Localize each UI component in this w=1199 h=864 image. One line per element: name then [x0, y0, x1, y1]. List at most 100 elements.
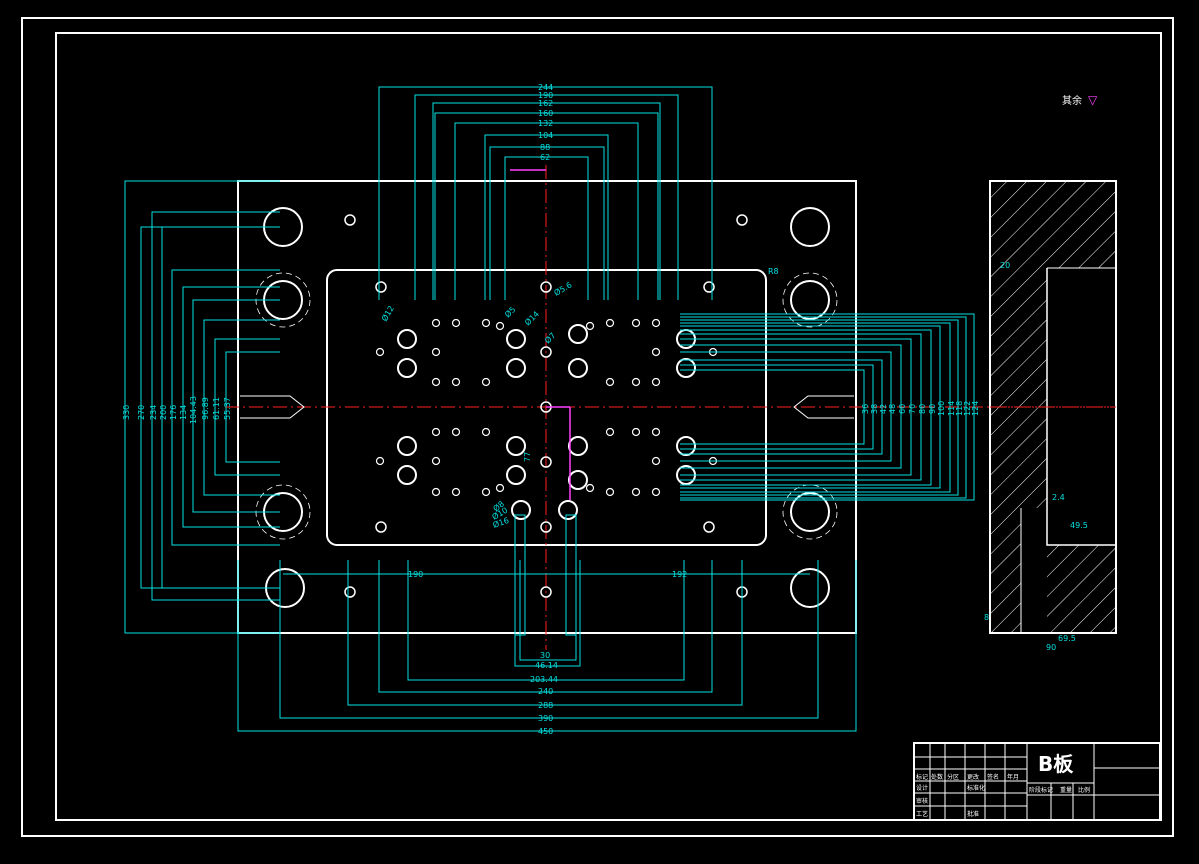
- side-dim-5: 90: [1046, 643, 1056, 652]
- dim-bottom-2: 203.44: [530, 675, 558, 684]
- runner-right: [565, 514, 577, 636]
- section-pocket-edge: [1046, 268, 1115, 546]
- ejector-pin-34: [585, 321, 595, 331]
- ejector-pin-12: [605, 318, 615, 328]
- dim-left-1: 270: [137, 405, 146, 420]
- small-hole-6: [375, 521, 387, 533]
- cavity-hole-17: [558, 500, 578, 520]
- guide-hole-3: [790, 280, 830, 320]
- dim-line-9: [514, 560, 581, 667]
- dim-line-26: [680, 364, 874, 450]
- ejector-pin-4: [451, 318, 461, 328]
- dim-line-21: [192, 299, 280, 513]
- section-hatch-mid: [991, 268, 1047, 358]
- ejector-pin-11: [481, 487, 491, 497]
- dim-right-11: 122: [963, 401, 972, 416]
- dim-line-27: [680, 359, 883, 455]
- dim-top-5: 104: [538, 131, 553, 140]
- callout-77: 77: [523, 452, 532, 462]
- side-dim-1: 2.4: [1052, 493, 1065, 502]
- cavity-hole-10: [506, 436, 526, 456]
- dim-left-2: 234: [149, 405, 158, 420]
- dim-line-33: [680, 325, 941, 489]
- ejector-pin-21: [651, 377, 661, 387]
- tb-cell-4: 签名: [987, 773, 999, 781]
- ejector-pin-18: [631, 427, 641, 437]
- dim-line-19: [171, 269, 280, 546]
- cavity-hole-14: [676, 436, 696, 456]
- section-hatch-top: [991, 182, 1115, 268]
- dim-bottom-5: 390: [538, 714, 553, 723]
- dimension-lines: [124, 86, 975, 732]
- dim-right-0: 36: [861, 404, 870, 414]
- tb-cell-9: 重量: [1060, 786, 1072, 794]
- ejector-pin-16: [631, 318, 641, 328]
- dim-line-37: [680, 313, 975, 501]
- top-dimensions: 244 190 162 160 132 104 88 62: [538, 83, 553, 162]
- inner-frame: [55, 32, 1162, 821]
- dim-line-8: [519, 560, 577, 661]
- dim-right-7: 90: [928, 404, 937, 414]
- section-hatch-bottom-left: [991, 508, 1021, 632]
- dim-top-2: 162: [538, 99, 553, 108]
- ejector-pin-5: [451, 377, 461, 387]
- cavity-hole-1: [397, 358, 417, 378]
- section-hatch-lower: [991, 358, 1047, 508]
- ejector-pin-1: [431, 377, 441, 387]
- dim-left-0: 330: [122, 405, 131, 420]
- cavity-hole-9: [397, 465, 417, 485]
- dim-line-0: [378, 86, 713, 300]
- right-dimensions: 36 38 42 48 60 70 80 90 100 114 118 122 …: [861, 401, 980, 416]
- callout-d5-6: Ø5.6: [552, 280, 573, 298]
- left-threaded-hole: [240, 395, 305, 419]
- ejector-pin-23: [651, 487, 661, 497]
- small-holes: [344, 214, 748, 598]
- cavity-hole-4: [568, 324, 588, 344]
- part-name: B板: [1038, 752, 1074, 776]
- dim-left-8: 61.11: [212, 397, 221, 420]
- dim-left-6: 104.43: [189, 396, 198, 424]
- cavity-hole-11: [506, 465, 526, 485]
- ejector-pin-32: [495, 321, 505, 331]
- dim-right-10: 118: [955, 401, 964, 416]
- dim-bottom-0: 30: [540, 651, 550, 660]
- guide-hole-ring-3: [782, 272, 838, 328]
- cavity-hole-2: [506, 329, 526, 349]
- dim-line-15: [124, 180, 280, 634]
- dim-bottom-4: 288: [538, 701, 553, 710]
- dim-line-11: [378, 560, 713, 693]
- dim-line-7: [504, 156, 589, 300]
- dim-line-5: [484, 134, 609, 300]
- dim-line-36: [680, 316, 967, 499]
- callout-d14: Ø14: [522, 309, 541, 328]
- dim-line-14: [237, 560, 857, 732]
- ejector-pin-14: [605, 427, 615, 437]
- ejector-pin-17: [631, 377, 641, 387]
- dim-mid-1: 192: [672, 570, 687, 579]
- guide-hole-7: [790, 568, 830, 608]
- dim-line-32: [680, 329, 932, 486]
- dim-top-6: 88: [540, 143, 550, 152]
- ejector-pin-7: [451, 487, 461, 497]
- ejector-pin-10: [481, 427, 491, 437]
- callout-d5: Ø5: [502, 304, 517, 319]
- dim-right-8: 100: [937, 401, 946, 416]
- small-hole-7: [703, 521, 715, 533]
- dim-left-3: 200: [159, 405, 168, 420]
- cavity-hole-0: [397, 329, 417, 349]
- dim-line-17: [151, 211, 280, 601]
- tb-cell-11: 审核: [916, 797, 928, 805]
- dim-line-13: [279, 560, 819, 719]
- side-dim-0: 20: [1000, 261, 1010, 270]
- dim-top-3: 160: [538, 109, 553, 118]
- small-hole-11: [540, 346, 552, 358]
- ejector-pin-24: [375, 347, 385, 357]
- right-threaded-hole: [793, 395, 854, 419]
- cavity-hole-8: [397, 436, 417, 456]
- small-hole-5: [703, 281, 715, 293]
- dim-right-6: 80: [918, 404, 927, 414]
- ejector-pin-31: [651, 456, 661, 466]
- callout-d12: Ø12: [379, 304, 396, 323]
- ejector-pin-15: [605, 487, 615, 497]
- dim-right-4: 60: [898, 404, 907, 414]
